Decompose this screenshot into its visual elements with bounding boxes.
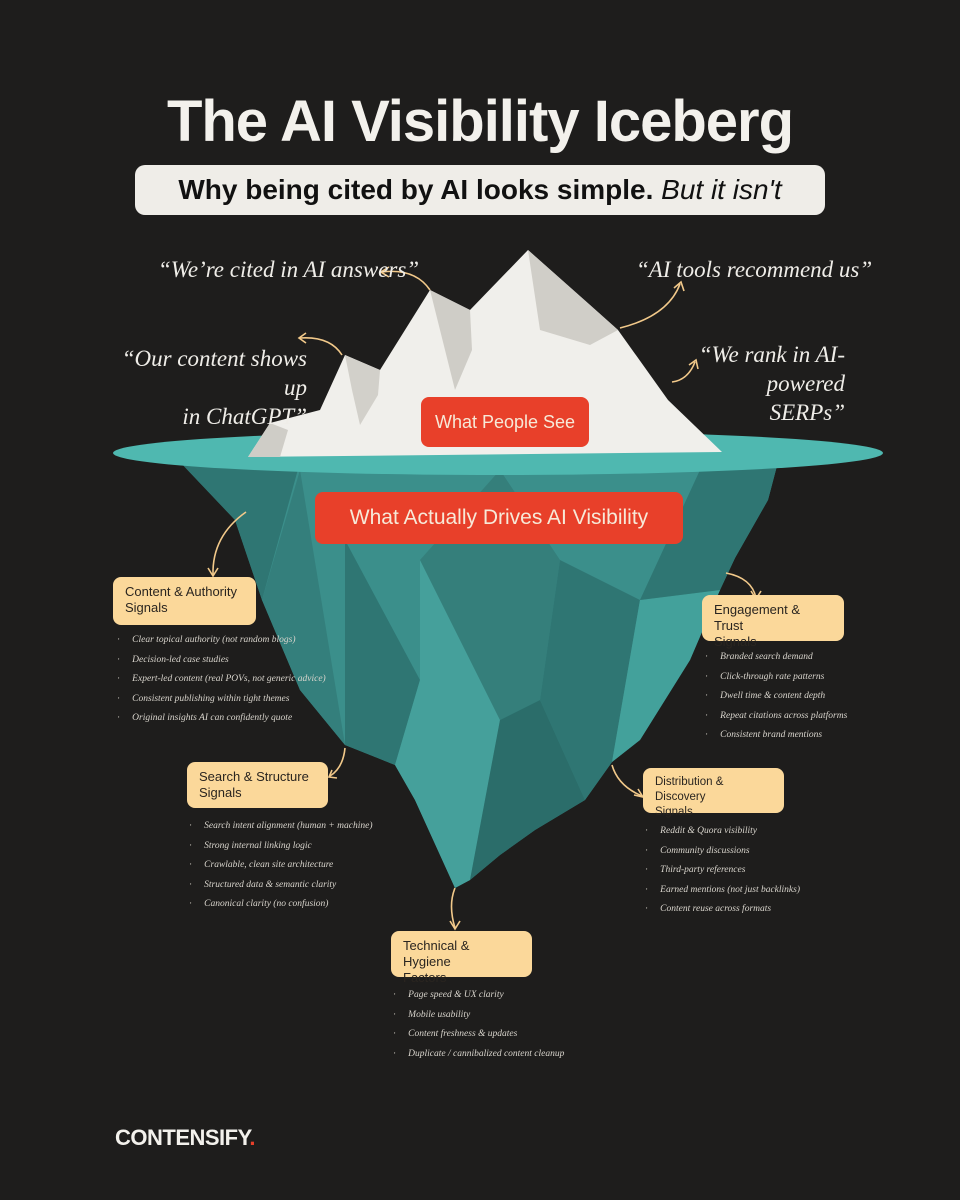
quote-serps: “We rank in AI-powered SERPs” xyxy=(640,340,845,427)
technical-hygiene-box: Technical & Hygiene Factors xyxy=(391,931,532,985)
content-authority-title-line1: Content & Authority xyxy=(125,584,238,599)
distribution-discovery-title-line1: Distribution & Discovery xyxy=(655,776,724,803)
engagement-trust-title-line2: Signals xyxy=(714,634,757,649)
page-title: The AI Visibility Iceberg xyxy=(166,89,794,154)
what-drives-label: What Actually Drives AI Visibility xyxy=(315,492,683,544)
engagement-trust-box: Engagement & Trust Signals xyxy=(702,595,844,649)
quote-chatgpt-line1: “Our content shows up xyxy=(121,346,307,400)
brand-dot: . xyxy=(249,1125,255,1150)
search-structure-box: Search & Structure Signals xyxy=(187,762,328,808)
distribution-discovery-list: Reddit & Quora visibility Community disc… xyxy=(645,822,800,920)
technical-hygiene-list: Page speed & UX clarity Mobile usability… xyxy=(393,986,564,1064)
engagement-trust-list: Branded search demand Click-through rate… xyxy=(705,648,847,746)
quote-serps-line2: SERPs” xyxy=(769,400,845,425)
list-item: Earned mentions (not just backlinks) xyxy=(645,881,800,901)
above-water-ice xyxy=(248,250,722,457)
arrow-recommend xyxy=(619,280,685,329)
list-item: Mobile usability xyxy=(393,1006,564,1026)
quote-chatgpt-line2: in ChatGPT” xyxy=(182,404,307,429)
content-authority-box: Content & Authority Signals xyxy=(113,577,256,625)
quote-serps-line1: “We rank in AI-powered xyxy=(698,342,845,396)
search-structure-list: Search intent alignment (human + machine… xyxy=(189,817,373,915)
list-item: Expert-led content (real POVs, not gener… xyxy=(117,670,326,690)
list-item: Consistent publishing within tight theme… xyxy=(117,690,326,710)
what-people-see-label: What People See xyxy=(421,397,589,447)
arrow-distribution xyxy=(611,764,645,799)
list-item: Original insights AI can confidently quo… xyxy=(117,709,326,729)
engagement-trust-title-line1: Engagement & Trust xyxy=(714,602,801,633)
list-item: Third-party references xyxy=(645,861,800,881)
list-item: Decision-led case studies xyxy=(117,651,326,671)
search-structure-title-line1: Search & Structure xyxy=(199,769,309,784)
list-item: Content reuse across formats xyxy=(645,900,800,920)
list-item: Page speed & UX clarity xyxy=(393,986,564,1006)
list-item: Canonical clarity (no confusion) xyxy=(189,895,373,915)
list-item: Consistent brand mentions xyxy=(705,726,847,746)
technical-hygiene-title-line1: Technical & Hygiene xyxy=(403,938,470,969)
arrow-chatgpt xyxy=(297,332,343,356)
distribution-discovery-title-line2: Signals xyxy=(655,806,693,818)
list-item: Repeat citations across platforms xyxy=(705,707,847,727)
list-item: Community discussions xyxy=(645,842,800,862)
list-item: Click-through rate patterns xyxy=(705,668,847,688)
search-structure-title-line2: Signals xyxy=(199,785,242,800)
subtitle-twist: But it isn't xyxy=(661,174,782,205)
brand-logo: CONTENSIFY. xyxy=(115,1125,255,1151)
list-item: Clear topical authority (not random blog… xyxy=(117,631,326,651)
subtitle-banner: Why being cited by AI looks simple. But … xyxy=(135,165,825,215)
list-item: Strong internal linking logic xyxy=(189,837,373,857)
quote-chatgpt: “Our content shows up in ChatGPT” xyxy=(115,344,307,431)
brand-name: CONTENSIFY xyxy=(115,1125,250,1150)
quote-cited: “We’re cited in AI answers” xyxy=(158,257,420,282)
arrow-cited xyxy=(379,266,431,291)
list-item: Dwell time & content depth xyxy=(705,687,847,707)
arrow-content xyxy=(207,511,247,578)
arrow-serps xyxy=(671,358,699,383)
content-authority-title-line2: Signals xyxy=(125,600,168,615)
list-item: Duplicate / cannibalized content cleanup xyxy=(393,1045,564,1065)
distribution-discovery-box: Distribution & Discovery Signals xyxy=(643,768,784,818)
list-item: Structured data & semantic clarity xyxy=(189,876,373,896)
list-item: Content freshness & updates xyxy=(393,1025,564,1045)
subtitle-main: Why being cited by AI looks simple. xyxy=(178,174,654,205)
quote-recommend: “AI tools recommend us” xyxy=(636,257,873,282)
list-item: Search intent alignment (human + machine… xyxy=(189,817,372,837)
list-item: Crawlable, clean site architecture xyxy=(189,856,373,876)
arrow-technical xyxy=(449,887,461,931)
list-item: Branded search demand xyxy=(705,648,847,668)
content-authority-list: Clear topical authority (not random blog… xyxy=(117,631,326,729)
technical-hygiene-title-line2: Factors xyxy=(403,970,447,985)
list-item: Reddit & Quora visibility xyxy=(645,822,800,842)
arrow-search xyxy=(327,747,346,779)
